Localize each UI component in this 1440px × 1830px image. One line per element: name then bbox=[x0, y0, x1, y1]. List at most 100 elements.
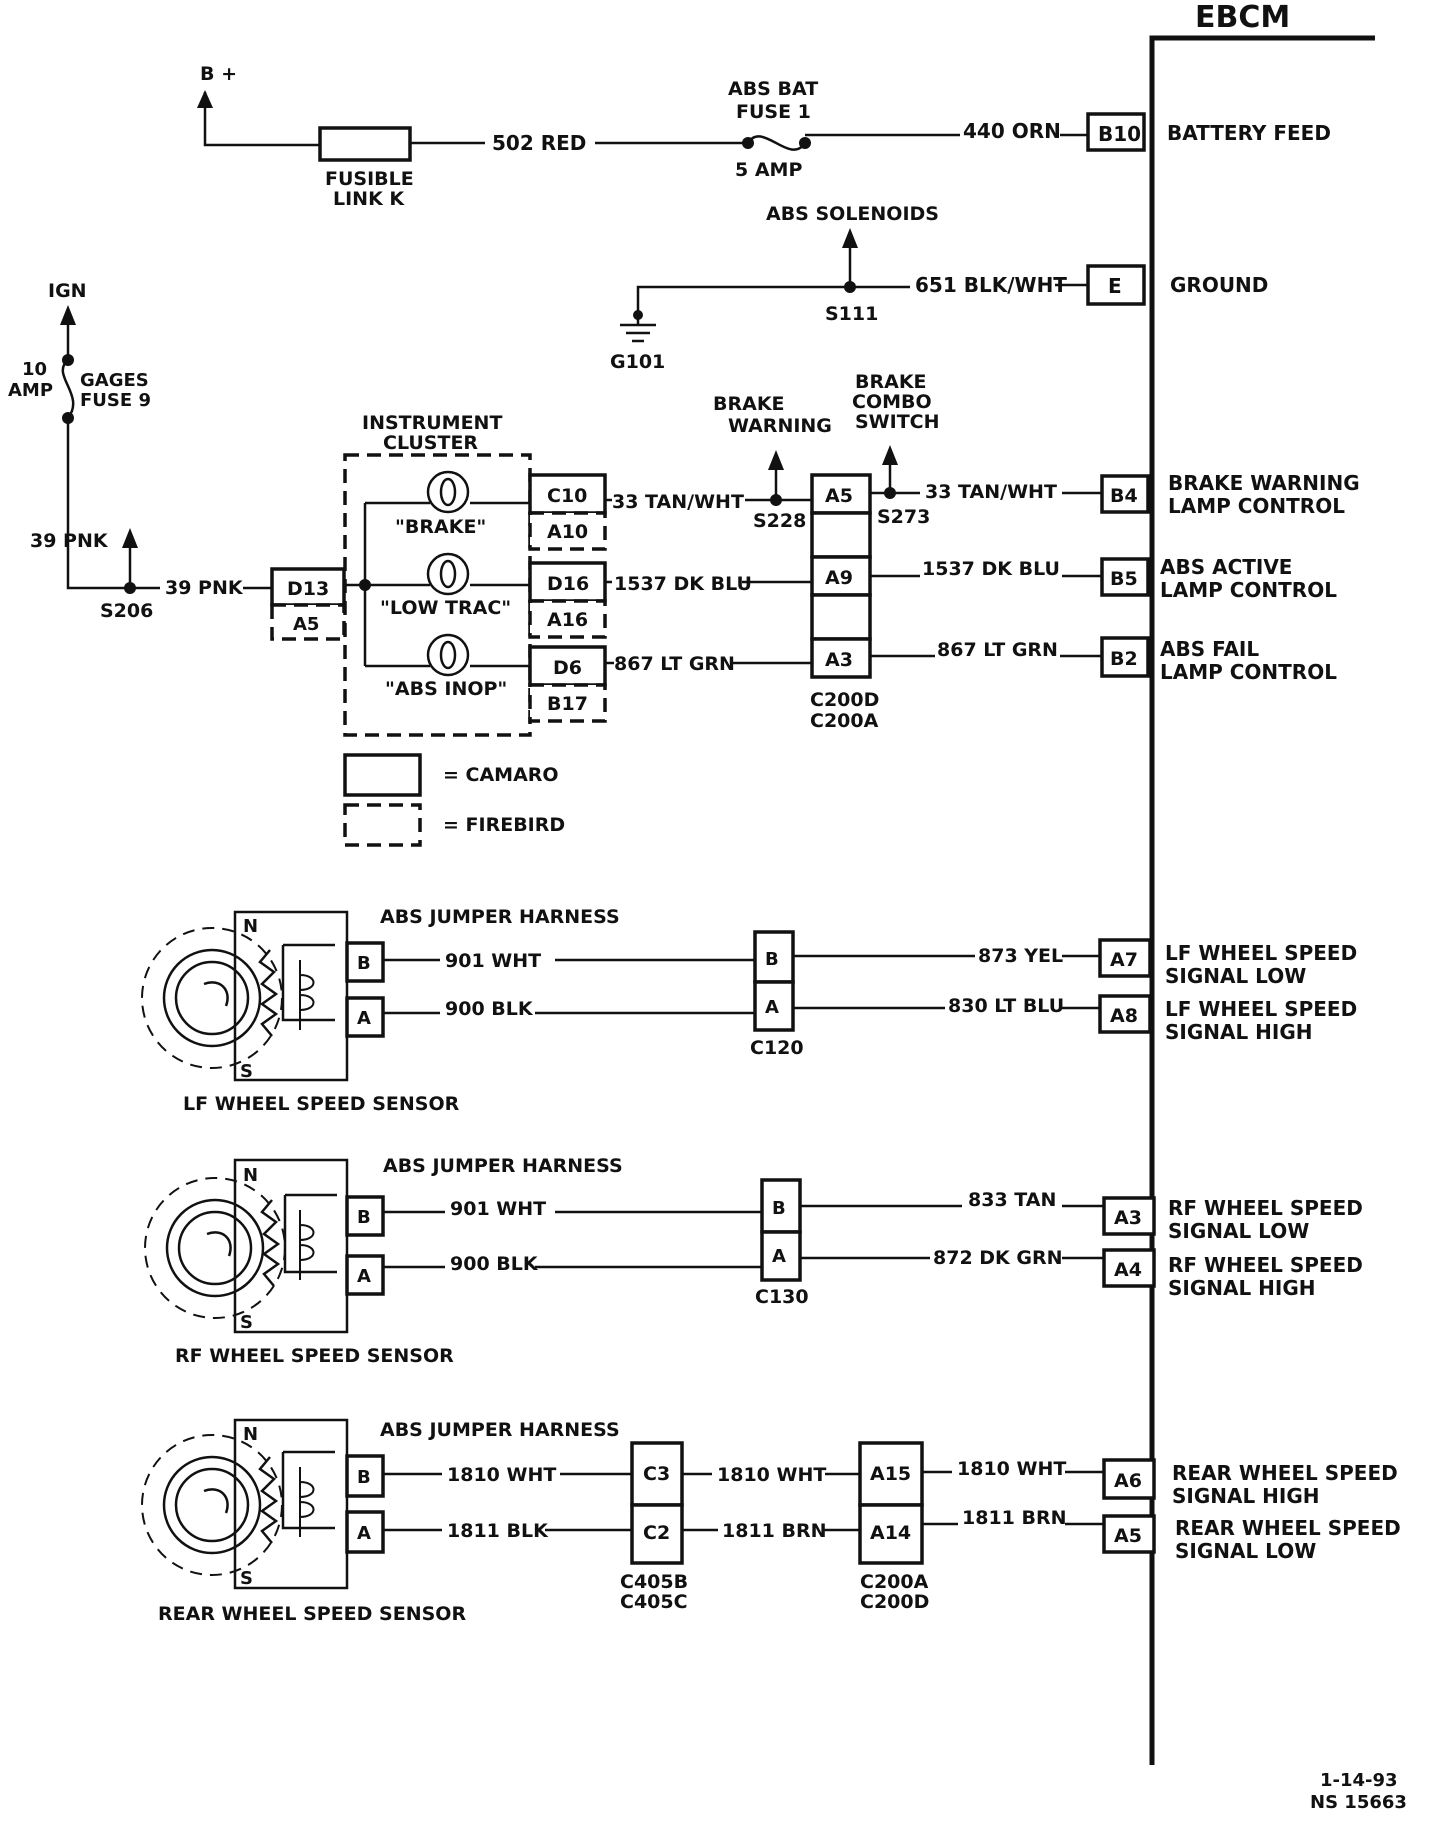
svg-text:1811 BRN: 1811 BRN bbox=[962, 1507, 1067, 1529]
ebcm-pin-b4: B4 BRAKE WARNING LAMP CONTROL bbox=[1100, 471, 1360, 518]
svg-text:5 AMP: 5 AMP bbox=[735, 159, 802, 181]
ebcm-pin-label: LF WHEEL SPEED bbox=[1165, 941, 1357, 965]
ebcm-pin-a7: A7 LF WHEEL SPEED SIGNAL LOW bbox=[1098, 938, 1357, 988]
svg-text:C405C: C405C bbox=[620, 1591, 688, 1613]
arrow-up-icon bbox=[842, 228, 858, 248]
svg-text:LINK K: LINK K bbox=[333, 188, 405, 210]
diagram-reference: NS 15663 bbox=[1310, 1792, 1407, 1813]
svg-text:RF WHEEL SPEED SENSOR: RF WHEEL SPEED SENSOR bbox=[175, 1345, 454, 1367]
wire-867-label: 867 LT GRN bbox=[937, 639, 1058, 661]
svg-text:C405B: C405B bbox=[620, 1571, 688, 1593]
svg-text:39 PNK: 39 PNK bbox=[165, 577, 244, 599]
ignition-circuit: IGN 10 AMP GAGES FUSE 9 39 PNK S206 39 P… bbox=[8, 280, 365, 641]
connector-d16 bbox=[528, 561, 607, 603]
connector-d6 bbox=[528, 645, 607, 687]
ebcm-pin-label: LAMP CONTROL bbox=[1160, 578, 1337, 602]
svg-text:900 BLK: 900 BLK bbox=[450, 1253, 539, 1275]
svg-text:COMBO: COMBO bbox=[852, 391, 932, 413]
svg-text:B: B bbox=[357, 1207, 371, 1228]
ebcm-pin-a8: A8 LF WHEEL SPEED SIGNAL HIGH bbox=[1098, 994, 1357, 1044]
connector-c120-a bbox=[753, 980, 795, 1032]
ebcm-pin-label: BATTERY FEED bbox=[1167, 121, 1331, 145]
ebcm-pin-label: SIGNAL LOW bbox=[1165, 964, 1306, 988]
fuse-icon bbox=[61, 359, 75, 419]
fuse-terminal bbox=[799, 137, 811, 149]
lf-sensor-group: ABS JUMPER HARNESS N S B A 901 WHT 900 B… bbox=[141, 906, 1100, 1115]
svg-text:A3: A3 bbox=[1114, 1207, 1142, 1229]
svg-text:B17: B17 bbox=[547, 693, 588, 715]
svg-text:IGN: IGN bbox=[48, 280, 87, 302]
svg-text:B10: B10 bbox=[1098, 122, 1141, 146]
splice-s111 bbox=[844, 281, 856, 293]
svg-text:D16: D16 bbox=[547, 573, 589, 595]
ebcm-pin-a3: A3 RF WHEEL SPEED SIGNAL LOW bbox=[1102, 1196, 1363, 1243]
ebcm-module-edge bbox=[1149, 35, 1375, 1765]
svg-text:FUSE 9: FUSE 9 bbox=[80, 390, 151, 411]
wire-867-label: 867 LT GRN bbox=[614, 653, 735, 675]
svg-text:ABS JUMPER HARNESS: ABS JUMPER HARNESS bbox=[380, 906, 620, 928]
svg-text:A14: A14 bbox=[870, 1522, 911, 1544]
svg-text:A10: A10 bbox=[547, 521, 588, 543]
svg-text:1810 WHT: 1810 WHT bbox=[717, 1464, 826, 1486]
wire-1537-label: 1537 DK BLU bbox=[922, 558, 1060, 580]
connector-d13 bbox=[270, 567, 346, 607]
connector-c130-b bbox=[760, 1178, 802, 1234]
ebcm-pin-b10: B10 BATTERY FEED bbox=[1086, 112, 1331, 152]
lamp-label: "LOW TRAC" bbox=[380, 597, 511, 619]
svg-text:S: S bbox=[240, 1061, 253, 1082]
lamp-icon bbox=[426, 470, 470, 514]
wire-502-label: 502 RED bbox=[492, 131, 586, 155]
svg-text:901 WHT: 901 WHT bbox=[445, 950, 541, 972]
svg-text:A6: A6 bbox=[1114, 1470, 1142, 1492]
svg-text:S111: S111 bbox=[825, 303, 878, 325]
svg-text:G101: G101 bbox=[610, 351, 665, 373]
svg-text:873 YEL: 873 YEL bbox=[978, 945, 1063, 967]
svg-text:B: B bbox=[765, 949, 779, 970]
svg-text:872 DK GRN: 872 DK GRN bbox=[933, 1247, 1063, 1269]
svg-text:A: A bbox=[772, 1246, 786, 1267]
svg-text:B: B bbox=[772, 1198, 786, 1219]
connector-c130-a bbox=[760, 1230, 802, 1282]
svg-text:C200A: C200A bbox=[860, 1571, 929, 1593]
splice-s273 bbox=[884, 487, 896, 499]
wire-33-label: 33 TAN/WHT bbox=[925, 481, 1057, 503]
ebcm-pin-label: REAR WHEEL SPEED bbox=[1175, 1516, 1401, 1540]
svg-text:B4: B4 bbox=[1110, 485, 1138, 507]
svg-text:N: N bbox=[243, 916, 258, 937]
svg-text:C2: C2 bbox=[643, 1522, 670, 1544]
legend-firebird-label: = FIREBIRD bbox=[443, 814, 565, 836]
svg-text:INSTRUMENT: INSTRUMENT bbox=[362, 412, 502, 434]
ebcm-pin-label: ABS ACTIVE bbox=[1160, 555, 1292, 579]
svg-text:N: N bbox=[243, 1165, 258, 1186]
svg-text:B: B bbox=[357, 1467, 371, 1488]
ebcm-title: EBCM bbox=[1195, 0, 1290, 35]
svg-text:CLUSTER: CLUSTER bbox=[383, 432, 478, 454]
wire-1537-label: 1537 DK BLU bbox=[614, 573, 752, 595]
ebcm-pin-b5: B5 ABS ACTIVE LAMP CONTROL bbox=[1100, 555, 1337, 602]
connector-c200-a5 bbox=[810, 473, 872, 515]
svg-text:D6: D6 bbox=[553, 657, 582, 679]
diagram-date: 1-14-93 bbox=[1320, 1770, 1398, 1791]
ebcm-pin-label: BRAKE WARNING bbox=[1168, 471, 1360, 495]
svg-text:C200D: C200D bbox=[860, 1591, 929, 1613]
svg-text:A5: A5 bbox=[1114, 1525, 1142, 1547]
svg-text:10: 10 bbox=[22, 359, 47, 380]
ebcm-pin-a6: A6 REAR WHEEL SPEED SIGNAL HIGH bbox=[1102, 1458, 1398, 1508]
ground-circuit: ABS SOLENOIDS S111 651 BLK/WHT G101 bbox=[610, 203, 1088, 373]
ebcm-pin-label: SIGNAL LOW bbox=[1175, 1539, 1316, 1563]
splice-s228 bbox=[770, 494, 782, 506]
lamp-icon bbox=[426, 552, 470, 596]
svg-text:N: N bbox=[243, 1424, 258, 1445]
connector-b17 bbox=[528, 683, 607, 723]
arrow-up-icon bbox=[60, 305, 76, 325]
rear-sensor-group: ABS JUMPER HARNESS N S B A 1810 WHT 1811… bbox=[141, 1418, 1104, 1625]
svg-text:A: A bbox=[357, 1523, 371, 1544]
ground-icon bbox=[620, 323, 656, 343]
battery-positive-label: B + bbox=[200, 63, 237, 85]
svg-text:A3: A3 bbox=[825, 649, 853, 671]
legend-firebird-swatch bbox=[343, 803, 422, 847]
svg-text:D13: D13 bbox=[287, 578, 329, 600]
wire-33-label: 33 TAN/WHT bbox=[612, 491, 744, 513]
ebcm-pin-label: RF WHEEL SPEED bbox=[1168, 1253, 1363, 1277]
